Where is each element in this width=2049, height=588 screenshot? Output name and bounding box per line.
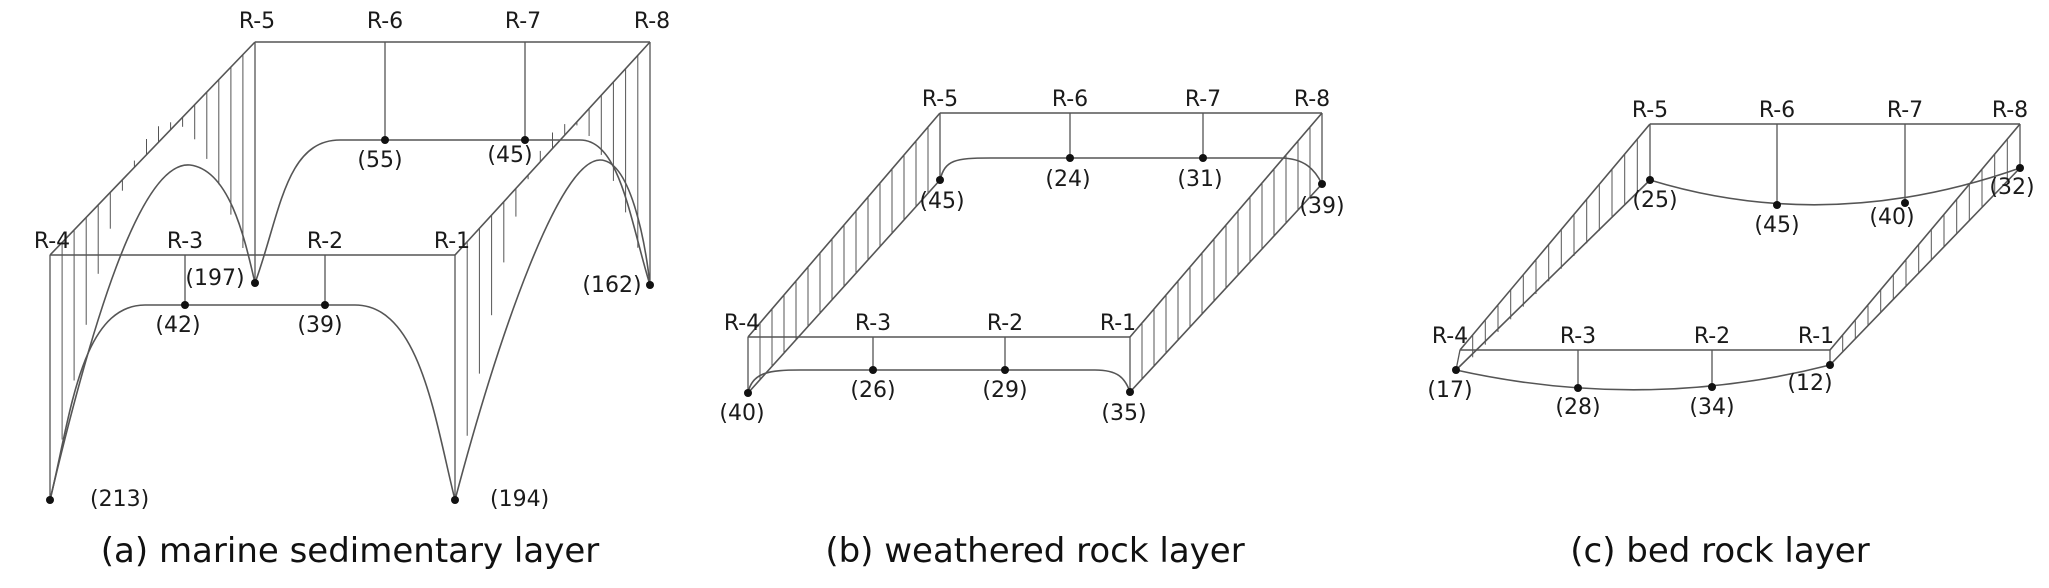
settlement-value: (31) — [1177, 167, 1222, 192]
panel-c-borehole-labels: R-1 R-2 R-3 R-4 R-5 R-6 R-7 R-8 — [1432, 98, 2028, 349]
panel-c-points — [1452, 164, 2024, 392]
settlement-value: (45) — [1754, 213, 1799, 238]
borehole-label: R-3 — [1560, 324, 1596, 349]
borehole-label: R-4 — [1432, 324, 1468, 349]
settlement-value: (34) — [1689, 395, 1734, 420]
panel-b-borehole-labels: R-1 R-2 R-3 R-4 R-5 R-6 R-7 R-8 — [724, 87, 1330, 336]
borehole-label: R-3 — [167, 229, 203, 254]
panel-b-value-labels: (35) (29) (26) (40) (45) (24) (31) (39) — [719, 167, 1344, 426]
borehole-label: R-5 — [239, 9, 275, 34]
settlement-value: (45) — [919, 189, 964, 214]
borehole-label: R-1 — [1798, 324, 1834, 349]
panel-a-leaders — [49, 42, 651, 500]
panel-a-borehole-labels: R-1 R-2 R-3 R-4 R-5 R-6 R-7 R-8 — [34, 9, 670, 254]
borehole-label: R-7 — [1185, 87, 1221, 112]
panel-a-value-labels: (194) (39) (42) (213) (197) (55) (45) (1… — [90, 143, 642, 512]
panel-c-settlement-curve — [1455, 167, 2021, 391]
settlement-value: (42) — [155, 313, 200, 338]
panel-a-caption: (a) marine sedimentary layer — [101, 531, 599, 571]
settlement-value: (162) — [582, 273, 641, 298]
panel-b-settlement-curve — [747, 157, 1323, 394]
borehole-label: R-4 — [724, 311, 760, 336]
borehole-label: R-6 — [367, 9, 403, 34]
settlement-value: (40) — [719, 401, 764, 426]
settlement-value: (45) — [487, 143, 532, 168]
borehole-label: R-2 — [987, 311, 1023, 336]
borehole-label: R-7 — [1887, 98, 1923, 123]
borehole-label: R-6 — [1052, 87, 1088, 112]
borehole-label: R-2 — [307, 229, 343, 254]
settlement-value: (28) — [1555, 395, 1600, 420]
settlement-value: (32) — [1989, 175, 2034, 200]
borehole-label: R-2 — [1694, 324, 1730, 349]
settlement-value: (55) — [357, 148, 402, 173]
borehole-label: R-1 — [434, 229, 470, 254]
settlement-value: (39) — [1299, 194, 1344, 219]
panel-b-caption: (b) weathered rock layer — [825, 531, 1244, 571]
borehole-label: R-4 — [34, 229, 70, 254]
settlement-value: (24) — [1045, 167, 1090, 192]
borehole-label: R-1 — [1100, 311, 1136, 336]
panel-a-settlement-curve — [49, 139, 651, 501]
settlement-value: (35) — [1101, 401, 1146, 426]
borehole-label: R-7 — [505, 9, 541, 34]
settlement-value: (26) — [850, 378, 895, 403]
borehole-label: R-8 — [634, 9, 670, 34]
panel-c-hatching — [1472, 139, 2008, 358]
settlement-value: (17) — [1427, 378, 1472, 403]
borehole-label: R-3 — [855, 311, 891, 336]
panel-a-marine-sedimentary-layer: R-1 R-2 R-3 R-4 R-5 R-6 R-7 R-8 (194) (3… — [34, 9, 670, 571]
settlement-value: (40) — [1869, 205, 1914, 230]
panel-b-hatching — [759, 127, 1311, 380]
panel-a-frame — [49, 41, 651, 256]
settlement-value: (194) — [490, 487, 549, 512]
settlement-value: (39) — [297, 313, 342, 338]
panel-c-value-labels: (12) (34) (28) (17) (25) (45) (40) (32) — [1427, 175, 2034, 420]
panel-b-leaders — [747, 113, 1323, 393]
borehole-label: R-6 — [1759, 98, 1795, 123]
settlement-value: (25) — [1632, 188, 1677, 213]
panel-c-caption: (c) bed rock layer — [1570, 531, 1869, 571]
borehole-label: R-5 — [1632, 98, 1668, 123]
borehole-label: R-8 — [1294, 87, 1330, 112]
settlement-value: (197) — [185, 266, 244, 291]
panel-c-frame — [1459, 123, 2021, 351]
borehole-label: R-8 — [1992, 98, 2028, 123]
panel-c-bed-rock-layer: R-1 R-2 R-3 R-4 R-5 R-6 R-7 R-8 (12) (34… — [1427, 98, 2034, 571]
settlement-value: (12) — [1787, 371, 1832, 396]
panel-a-hatching — [61, 54, 639, 440]
panel-b-weathered-rock-layer: R-1 R-2 R-3 R-4 R-5 R-6 R-7 R-8 (35) (29… — [719, 87, 1344, 571]
panel-a-points — [46, 136, 654, 504]
panel-b-frame — [747, 112, 1323, 338]
settlement-value: (213) — [90, 487, 149, 512]
borehole-label: R-5 — [922, 87, 958, 112]
panel-b-points — [744, 154, 1326, 397]
settlement-value: (29) — [982, 378, 1027, 403]
